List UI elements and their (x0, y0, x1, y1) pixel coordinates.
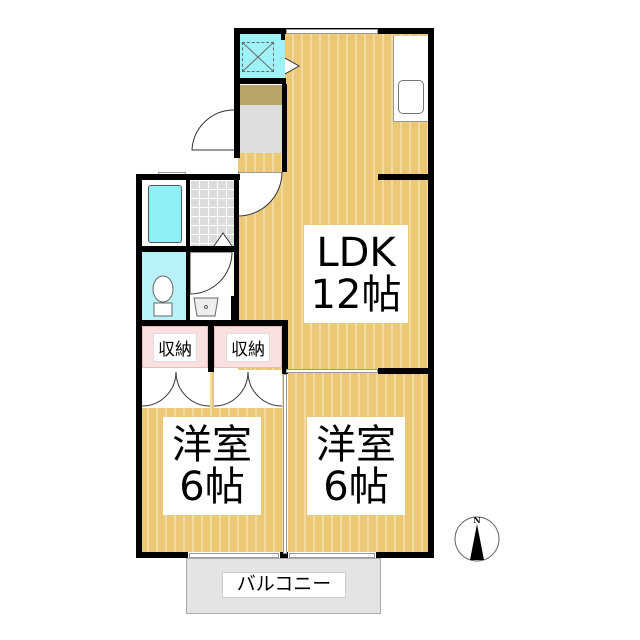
wall (282, 84, 287, 172)
wall (136, 552, 188, 558)
ldk-size: 12帖 (310, 272, 402, 318)
sliding-door[interactable] (286, 369, 378, 373)
closet-1: 収納 (142, 326, 208, 368)
wall (428, 28, 434, 558)
wash-basin-icon (192, 296, 220, 318)
window (189, 553, 279, 558)
closet-1-label: 収納 (153, 332, 197, 362)
entry-step-floor (238, 150, 283, 172)
wall (234, 174, 239, 320)
wall (208, 326, 214, 372)
wall (282, 320, 288, 374)
bathtub-icon (148, 185, 182, 243)
shoe-cabinet (239, 85, 285, 105)
bath-door-icon (212, 231, 234, 247)
western-room-2-size: 6帖 (323, 464, 389, 510)
western-room-1-name: 洋室 (172, 422, 252, 468)
window (289, 553, 375, 558)
entrance-floor (239, 105, 285, 153)
closet-2-doors-icon[interactable] (213, 371, 283, 408)
balcony-label: バルコニー (222, 572, 346, 598)
wall (186, 180, 190, 320)
window (286, 29, 378, 34)
toilet-icon (152, 275, 174, 317)
closet-1-doors-icon[interactable] (141, 371, 211, 408)
utility-door-icon (284, 56, 301, 76)
hall-door-icon[interactable] (237, 171, 284, 218)
wall (136, 246, 234, 252)
closet-2-label: 収納 (226, 332, 270, 362)
wall (234, 28, 240, 158)
wall (378, 174, 434, 180)
wall (136, 174, 142, 558)
entrance-door-icon[interactable] (190, 108, 235, 152)
closet-2: 収納 (214, 326, 282, 368)
wall (136, 174, 240, 180)
wall (378, 368, 434, 374)
kitchen-sink-icon (398, 80, 424, 114)
compass-icon: N (452, 512, 502, 562)
wall (231, 296, 237, 322)
western-room-2-label: 洋室 6帖 (307, 417, 405, 515)
shower-area-tiles (190, 180, 234, 246)
western-room-1-size: 6帖 (179, 464, 245, 510)
ldk-name: LDK (316, 230, 396, 276)
wall (280, 552, 288, 558)
svg-text:N: N (473, 515, 480, 525)
sliding-door[interactable] (283, 374, 287, 554)
wall (281, 28, 285, 40)
washer-pan-icon (242, 42, 274, 72)
wall (376, 552, 434, 558)
western-room-1-label: 洋室 6帖 (163, 417, 261, 515)
washroom-door-icon[interactable] (189, 251, 234, 296)
wall (136, 320, 288, 326)
western-room-2-name: 洋室 (316, 422, 396, 468)
wall (234, 78, 286, 84)
washer-space (239, 34, 285, 78)
ldk-label: LDK 12帖 (304, 225, 408, 323)
